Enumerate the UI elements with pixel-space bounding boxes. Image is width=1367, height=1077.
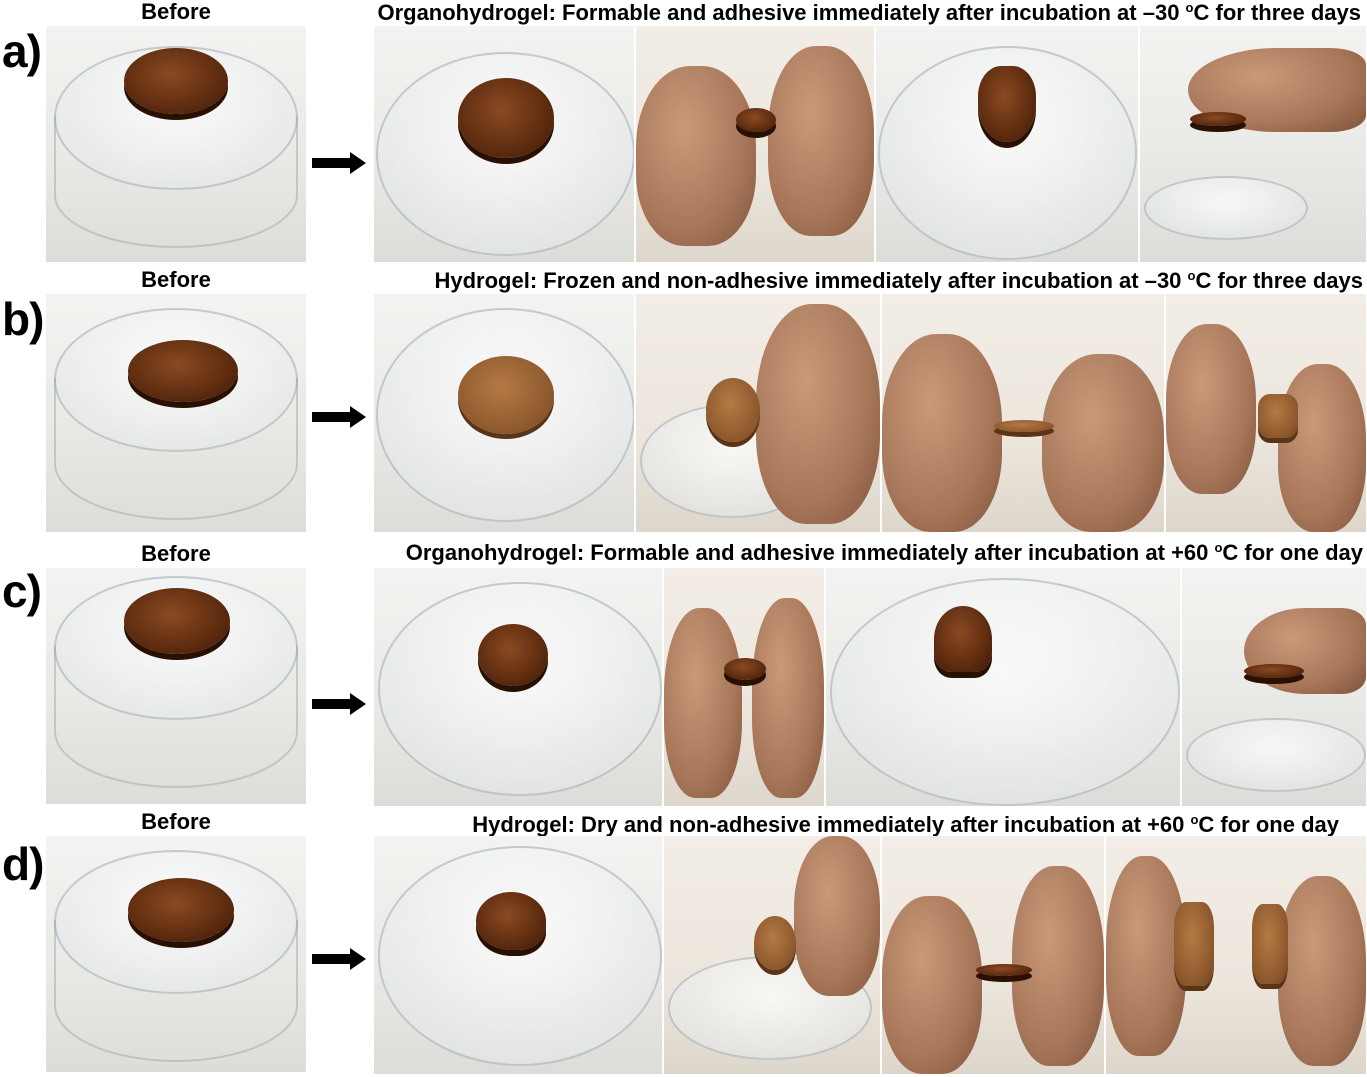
after-photo-4: [1140, 26, 1366, 262]
gel-disc: [124, 48, 228, 114]
gel-disc: [476, 892, 546, 950]
before-label: Before: [141, 267, 211, 292]
panel-caption: Organohydrogel: Formable and adhesive im…: [377, 0, 1361, 25]
arrow-icon: [312, 406, 366, 428]
panel-letter: b): [2, 293, 44, 345]
panel-letter: a): [2, 25, 42, 77]
before-label: Before: [141, 541, 211, 566]
after-photo-4: [1182, 568, 1366, 806]
panel-caption: Hydrogel: Dry and non-adhesive immediate…: [472, 812, 1339, 837]
arrow-icon: [312, 693, 366, 715]
before-photo: [46, 294, 306, 532]
arrow-icon: [312, 152, 366, 174]
after-photo-2: [636, 294, 880, 532]
panel-row-a: a) Before Organohydrogel: Formable and a…: [0, 0, 1367, 268]
gel-disc: [128, 878, 234, 942]
panel-caption: Organohydrogel: Formable and adhesive im…: [405, 540, 1363, 565]
before-photo: [46, 836, 306, 1072]
before-photo: [46, 26, 306, 262]
gel-disc: [124, 588, 230, 654]
after-photo-4: [1166, 294, 1366, 532]
before-photo: [46, 568, 306, 804]
gel-disc: [478, 624, 548, 686]
after-photo-2: [664, 836, 880, 1074]
before-label: Before: [141, 0, 211, 24]
gel-disc: [458, 78, 554, 158]
after-photo-1: [374, 568, 662, 806]
panel-caption: Hydrogel: Frozen and non-adhesive immedi…: [434, 268, 1363, 293]
gel-disc: [128, 340, 238, 402]
panel-letter: d): [2, 838, 44, 890]
panel-row-b: b) Before Hydrogel: Frozen and non-adhes…: [0, 268, 1367, 538]
after-photo-3: [826, 568, 1180, 806]
after-photo-3: [876, 26, 1138, 262]
before-label: Before: [141, 809, 211, 834]
after-photo-1: [374, 26, 634, 262]
panel-row-c: c) Before Organohydrogel: Formable and a…: [0, 538, 1367, 810]
after-photo-2: [664, 568, 824, 806]
after-photo-3: [882, 836, 1104, 1074]
gel-disc: [458, 356, 554, 434]
panel-letter: c): [2, 565, 42, 617]
arrow-icon: [312, 948, 366, 970]
after-photo-3: [882, 294, 1164, 532]
after-photo-1: [374, 294, 634, 532]
after-photo-1: [374, 836, 662, 1074]
panel-row-d: d) Before Hydrogel: Dry and non-adhesive…: [0, 808, 1367, 1077]
after-photo-4: [1106, 836, 1366, 1074]
after-photo-2: [636, 26, 874, 262]
